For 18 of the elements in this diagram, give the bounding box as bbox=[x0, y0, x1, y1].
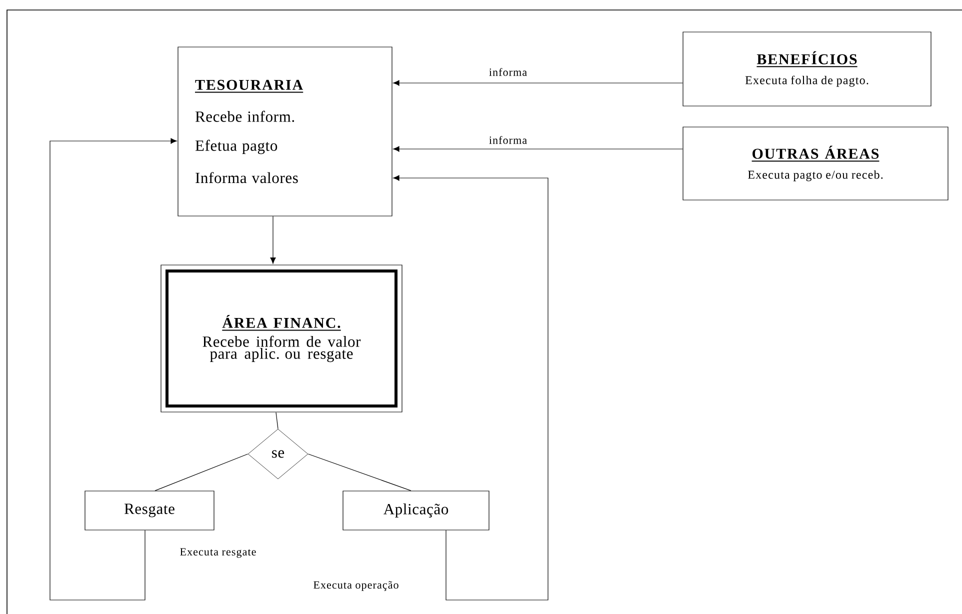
process-box: Resgate bbox=[84, 490, 214, 530]
arrow bbox=[393, 175, 548, 600]
process-box: BENEFÍCIOS Executa folha de pagto. bbox=[682, 32, 932, 106]
arrow bbox=[393, 80, 683, 86]
arrow bbox=[50, 138, 177, 600]
connector-line bbox=[308, 454, 412, 491]
process-box: TESOURARIA Recebe inform. Efetua pagto Informa valores bbox=[178, 46, 392, 216]
edge-label: informa bbox=[488, 135, 528, 145]
process-box: ÁREA FINANC. Recebe inform de valor para aplic. ou resgate bbox=[160, 264, 402, 412]
connector-line bbox=[276, 412, 278, 430]
connector-line bbox=[154, 454, 248, 491]
edge-label: Executa resgate bbox=[178, 547, 258, 559]
process-box: OUTRAS ÁREAS Executa pagto e/ou receb. bbox=[682, 126, 948, 200]
edge-label: informa bbox=[488, 67, 528, 77]
arrow bbox=[393, 146, 683, 152]
edge-label: Executa operação bbox=[312, 580, 400, 592]
process-box: Aplicação bbox=[342, 490, 490, 530]
arrow bbox=[270, 216, 276, 264]
